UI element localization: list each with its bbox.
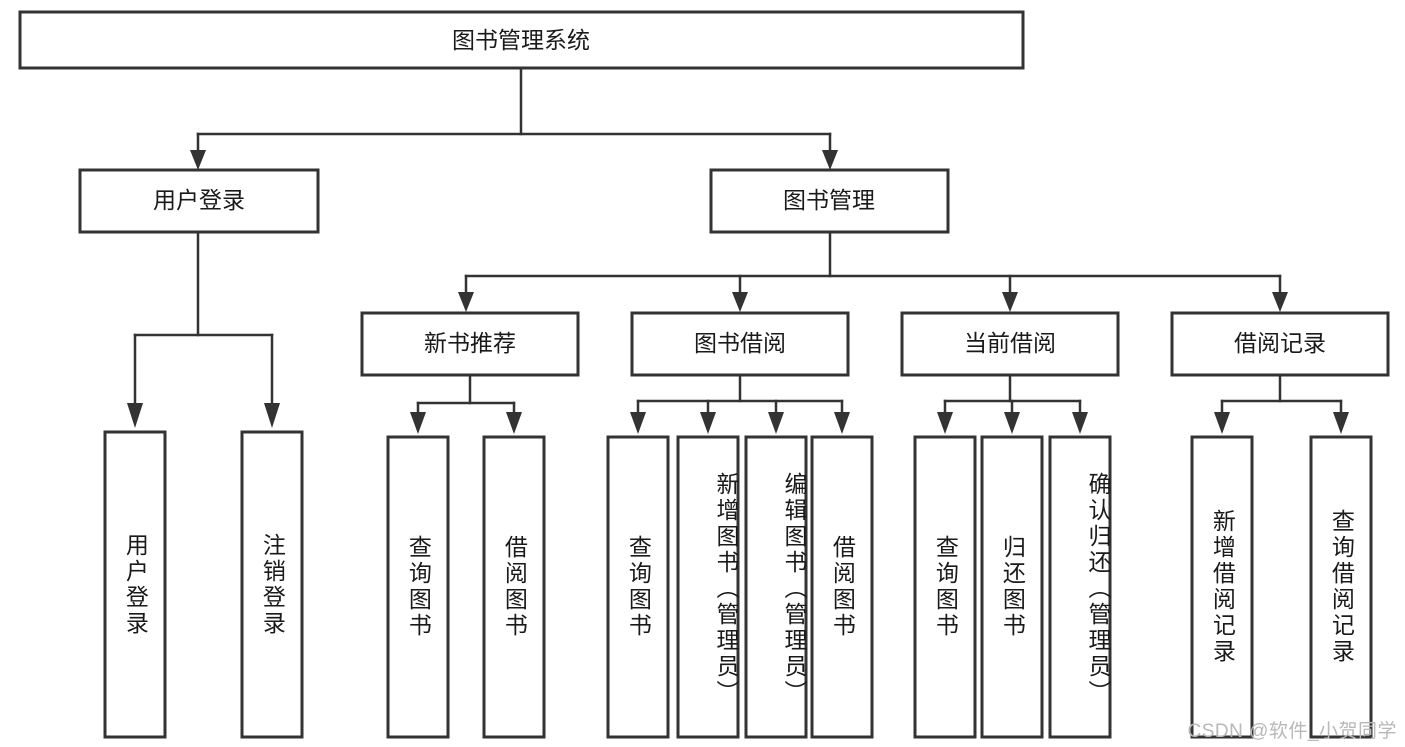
- node-leaf-user-login[interactable]: [103, 430, 167, 739]
- arrowhead-current-borrow: [1002, 292, 1018, 312]
- arrowhead-new-book-rec: [458, 292, 474, 312]
- node-leaf-add-book[interactable]: [676, 435, 740, 739]
- node-leaf-add-record[interactable]: [1190, 435, 1254, 739]
- node-book-manage[interactable]: [709, 168, 950, 234]
- node-current-borrow[interactable]: [900, 311, 1120, 377]
- node-leaf-borrow-book-2[interactable]: [810, 435, 874, 739]
- label-book-manage: 图书管理: [783, 187, 875, 213]
- label-user-login: 用户登录: [153, 187, 245, 213]
- arrowhead-query-book-1: [410, 412, 426, 434]
- node-leaf-query-record[interactable]: [1309, 435, 1373, 739]
- node-leaf-query-book-1[interactable]: [386, 435, 450, 739]
- arrowhead-leaf-logout: [264, 403, 280, 428]
- node-leaf-confirm-return[interactable]: [1048, 435, 1112, 739]
- arrowhead-confirm-return: [1072, 412, 1088, 434]
- arrowhead-query-record: [1333, 412, 1349, 434]
- label-current-borrow: 当前借阅: [964, 330, 1056, 356]
- label-borrow-record: 借阅记录: [1234, 330, 1326, 356]
- watermark: CSDN @软件_小贺同学: [1187, 721, 1397, 742]
- node-root[interactable]: [18, 10, 1025, 70]
- node-new-book-rec[interactable]: [360, 311, 580, 377]
- arrowhead-bookmanage: [822, 150, 838, 170]
- node-leaf-borrow-book-1[interactable]: [482, 435, 546, 739]
- node-label-group: 图书管理系统 用户登录 图书管理 新书推荐 图书借阅 当前借阅 借阅记录: [153, 27, 1326, 356]
- node-user-login[interactable]: [78, 168, 320, 234]
- arrowhead-query-book-3: [937, 412, 953, 434]
- arrowhead-leaf-user-login: [127, 403, 143, 428]
- arrowhead-query-book-2: [630, 412, 646, 434]
- arrowhead-borrow-book-1: [506, 412, 522, 434]
- node-leaf-edit-book[interactable]: [744, 435, 808, 739]
- node-leaf-logout[interactable]: [240, 430, 304, 739]
- label-root: 图书管理系统: [452, 27, 590, 53]
- label-book-borrow: 图书借阅: [694, 330, 786, 356]
- node-leaf-query-book-2[interactable]: [606, 435, 670, 739]
- arrowhead-add-record: [1214, 412, 1230, 434]
- arrowhead-userlogin: [190, 150, 206, 170]
- node-borrow-record[interactable]: [1170, 311, 1390, 377]
- arrowhead-return-book: [1004, 412, 1020, 434]
- arrowhead-book-borrow: [732, 292, 748, 312]
- arrowhead-add-book: [700, 412, 716, 434]
- node-leaf-return-book[interactable]: [980, 435, 1044, 739]
- node-box-group: [18, 10, 1390, 739]
- arrowhead-borrow-book-2: [834, 412, 850, 434]
- arrowhead-edit-book: [768, 412, 784, 434]
- label-new-book-rec: 新书推荐: [424, 330, 516, 356]
- node-book-borrow[interactable]: [630, 311, 850, 377]
- node-leaf-query-book-3[interactable]: [913, 435, 977, 739]
- arrowhead-borrow-record: [1272, 292, 1288, 312]
- connector-group: [127, 66, 1349, 434]
